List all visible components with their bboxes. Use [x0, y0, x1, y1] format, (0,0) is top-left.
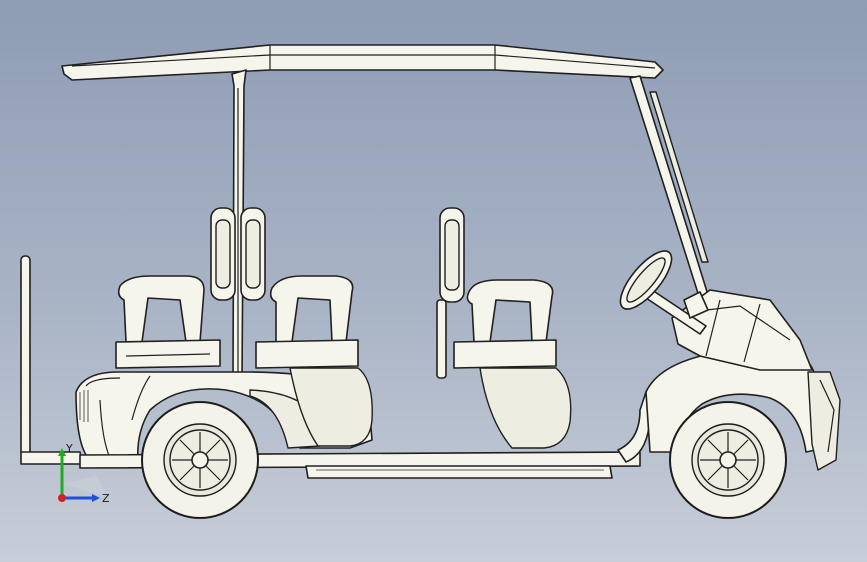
seat-second — [255, 275, 373, 447]
rear-headrests — [210, 207, 266, 301]
z-axis-label: Z — [102, 492, 110, 505]
front-wheel — [669, 401, 787, 519]
axis-triad: Y Z — [58, 442, 110, 505]
seat-middle — [453, 279, 572, 449]
steering-wheel — [619, 250, 709, 335]
z-arrow-head — [92, 494, 100, 502]
rear-wheel — [141, 401, 259, 519]
middle-headrest — [436, 207, 465, 379]
y-arrow-head — [58, 448, 66, 456]
roof-canopy — [61, 44, 664, 81]
y-axis-label: Y — [65, 442, 73, 455]
seat-rear — [115, 275, 221, 369]
rear-grab-bar — [20, 255, 83, 465]
origin-dot — [58, 494, 66, 502]
